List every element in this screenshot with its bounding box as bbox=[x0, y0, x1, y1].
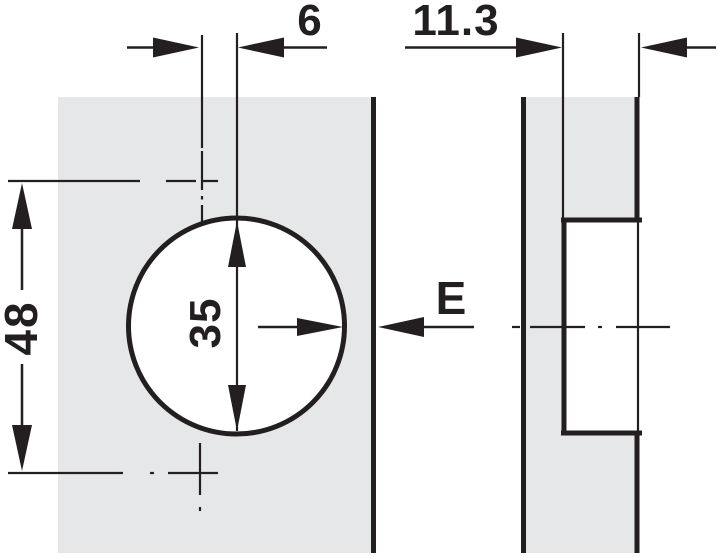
arrowhead-left-icon bbox=[378, 317, 424, 337]
arrowhead-down-icon bbox=[228, 385, 246, 431]
dimension-11-3-label: 11.3 bbox=[412, 0, 499, 45]
arrowhead-right-icon bbox=[153, 37, 199, 58]
dimension-6: 6 bbox=[127, 0, 327, 148]
edge-distance-callout: E bbox=[378, 272, 474, 337]
arrowhead-left-icon bbox=[641, 37, 687, 58]
dimension-11-3: 11.3 bbox=[405, 0, 716, 220]
dimension-6-label: 6 bbox=[297, 0, 322, 45]
drilling-position-cross-top bbox=[8, 151, 218, 224]
arrowhead-left-icon bbox=[238, 37, 284, 58]
arrowhead-down-icon bbox=[12, 425, 32, 471]
arrowhead-up-icon bbox=[12, 183, 32, 229]
dimension-48-label: 48 bbox=[0, 300, 47, 355]
edge-distance-label: E bbox=[436, 272, 469, 324]
arrowhead-up-icon bbox=[228, 221, 246, 267]
dimension-48: 48 bbox=[0, 183, 47, 471]
arrowhead-right-icon bbox=[297, 318, 343, 336]
arrowhead-right-icon bbox=[516, 37, 562, 58]
dimension-35: 35 bbox=[181, 33, 343, 431]
side-view-panel bbox=[521, 97, 642, 553]
dimension-35-label: 35 bbox=[181, 298, 230, 349]
drilling-position-cross-bottom bbox=[8, 443, 218, 511]
